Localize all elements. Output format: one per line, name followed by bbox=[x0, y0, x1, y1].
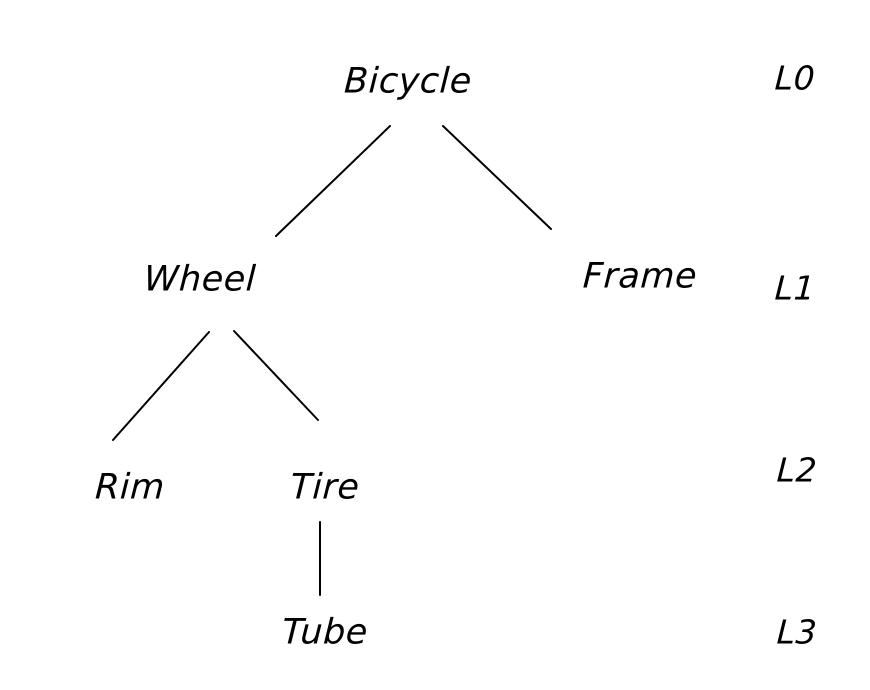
node-rim[interactable]: Rim bbox=[94, 467, 166, 508]
level-label-l2: L2 bbox=[775, 450, 819, 490]
node-wheel[interactable]: Wheel bbox=[142, 259, 258, 300]
edge-bicycle-to-frame bbox=[442, 125, 552, 230]
level-label-l1: L1 bbox=[773, 268, 817, 308]
node-tire[interactable]: Tire bbox=[289, 467, 361, 508]
node-frame[interactable]: Frame bbox=[581, 256, 699, 297]
node-tube[interactable]: Tube bbox=[281, 612, 369, 653]
node-bicycle[interactable]: Bicycle bbox=[343, 61, 473, 102]
level-label-l0: L0 bbox=[773, 58, 817, 98]
level-label-l3: L3 bbox=[775, 612, 819, 652]
edge-bicycle-to-wheel bbox=[275, 125, 391, 237]
edge-wheel-to-tire bbox=[233, 330, 319, 421]
edge-wheel-to-rim bbox=[112, 331, 210, 441]
